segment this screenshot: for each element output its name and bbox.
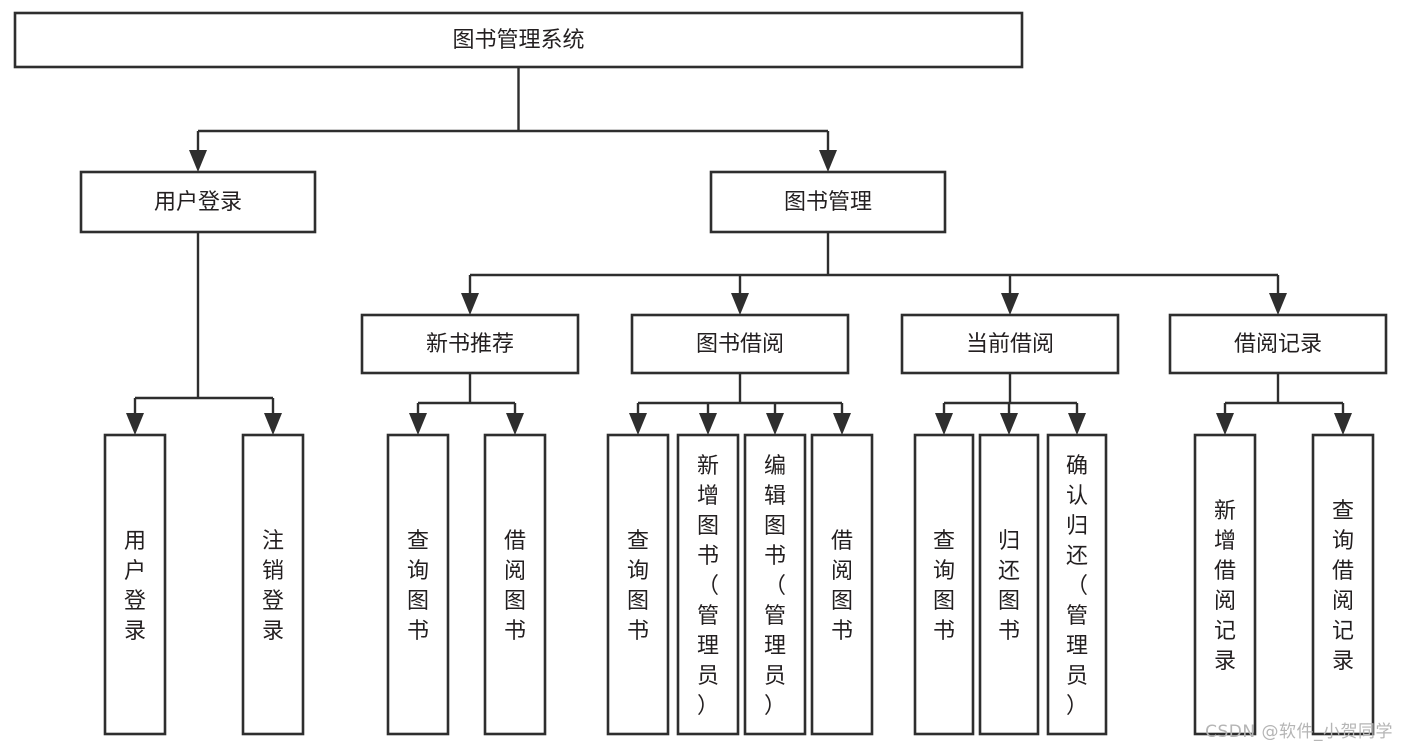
node-leaf-edit-book-admin[interactable]: 编辑图书（管理员） (743, 433, 807, 736)
arrow-head-icon (629, 413, 647, 435)
node-leaf-borrow-book-1[interactable]: 借阅图书 (483, 433, 547, 736)
node-box-book-borrow[interactable] (630, 313, 850, 375)
node-label-leaf-edit-book-admin: 编辑图书（管理员） (764, 454, 786, 719)
node-user-login[interactable]: 用户登录 (79, 170, 317, 234)
watermark-label: CSDN @软件_小贺同学 (1205, 722, 1393, 742)
node-label-leaf-borrow-book-2: 借阅图书 (831, 529, 853, 644)
node-label-book-borrow: 图书借阅 (696, 332, 784, 357)
node-label-leaf-query-book-2: 查询图书 (627, 529, 649, 644)
node-leaf-query-borrow-record[interactable]: 查询借阅记录 (1311, 433, 1375, 736)
arrow-head-icon (409, 413, 427, 435)
arrow-head-icon (1000, 413, 1018, 435)
arrow-head-icon (819, 150, 837, 172)
node-leaf-confirm-return-admin[interactable]: 确认归还（管理员） (1046, 433, 1108, 736)
node-label-leaf-add-book-admin: 新增图书（管理员） (697, 454, 719, 719)
node-label-book-management: 图书管理 (784, 190, 872, 215)
connector-layer (126, 67, 1352, 435)
node-box-leaf-borrow-book-2[interactable] (810, 433, 874, 736)
node-box-leaf-query-book-3[interactable] (913, 433, 975, 736)
node-box-leaf-borrow-book-1[interactable] (483, 433, 547, 736)
arrow-head-icon (935, 413, 953, 435)
arrow-head-icon (1269, 293, 1287, 315)
arrow-head-icon (1334, 413, 1352, 435)
node-label-leaf-confirm-return-admin: 确认归还（管理员） (1066, 454, 1088, 719)
node-label-leaf-add-borrow-record: 新增借阅记录 (1214, 499, 1236, 674)
node-box-book-management[interactable] (709, 170, 947, 234)
node-box-root[interactable] (13, 11, 1024, 69)
node-box-leaf-add-borrow-record[interactable] (1193, 433, 1257, 736)
node-leaf-query-book-2[interactable]: 查询图书 (606, 433, 670, 736)
node-label-leaf-logout-login: 注销登录 (262, 529, 284, 644)
node-box-new-book-recommend[interactable] (360, 313, 580, 375)
arrow-head-icon (1068, 413, 1086, 435)
node-layer: 图书管理系统用户登录图书管理新书推荐图书借阅当前借阅借阅记录用户登录注销登录查询… (13, 11, 1388, 736)
arrow-head-icon (766, 413, 784, 435)
node-label-current-borrow: 当前借阅 (966, 332, 1054, 357)
arrow-head-icon (699, 413, 717, 435)
node-label-new-book-recommend: 新书推荐 (426, 332, 514, 357)
node-box-user-login[interactable] (79, 170, 317, 234)
node-label-leaf-query-borrow-record: 查询借阅记录 (1332, 499, 1354, 674)
node-label-leaf-user-login: 用户登录 (124, 529, 146, 644)
node-label-leaf-return-book: 归还图书 (998, 529, 1020, 644)
node-leaf-query-book-3[interactable]: 查询图书 (913, 433, 975, 736)
arrow-head-icon (833, 413, 851, 435)
node-box-leaf-query-borrow-record[interactable] (1311, 433, 1375, 736)
node-leaf-query-book-1[interactable]: 查询图书 (386, 433, 450, 736)
node-box-leaf-confirm-return-admin[interactable] (1046, 433, 1108, 736)
node-new-book-recommend[interactable]: 新书推荐 (360, 313, 580, 375)
arrow-head-icon (461, 293, 479, 315)
node-leaf-user-login[interactable]: 用户登录 (103, 433, 167, 736)
node-leaf-return-book[interactable]: 归还图书 (978, 433, 1040, 736)
node-box-leaf-add-book-admin[interactable] (676, 433, 740, 736)
node-box-leaf-return-book[interactable] (978, 433, 1040, 736)
node-root[interactable]: 图书管理系统 (13, 11, 1024, 69)
node-box-leaf-query-book-2[interactable] (606, 433, 670, 736)
arrow-head-icon (189, 150, 207, 172)
node-leaf-add-borrow-record[interactable]: 新增借阅记录 (1193, 433, 1257, 736)
node-current-borrow[interactable]: 当前借阅 (900, 313, 1120, 375)
node-label-root: 图书管理系统 (452, 28, 584, 53)
node-leaf-logout-login[interactable]: 注销登录 (241, 433, 305, 736)
node-book-management[interactable]: 图书管理 (709, 170, 947, 234)
node-label-borrow-record: 借阅记录 (1234, 332, 1322, 357)
node-leaf-borrow-book-2[interactable]: 借阅图书 (810, 433, 874, 736)
node-box-borrow-record[interactable] (1168, 313, 1388, 375)
arrow-head-icon (506, 413, 524, 435)
node-label-leaf-query-book-3: 查询图书 (933, 529, 955, 644)
node-box-leaf-user-login[interactable] (103, 433, 167, 736)
node-borrow-record[interactable]: 借阅记录 (1168, 313, 1388, 375)
node-leaf-add-book-admin[interactable]: 新增图书（管理员） (676, 433, 740, 736)
node-box-current-borrow[interactable] (900, 313, 1120, 375)
node-box-leaf-logout-login[interactable] (241, 433, 305, 736)
node-label-leaf-borrow-book-1: 借阅图书 (504, 529, 526, 644)
node-label-leaf-query-book-1: 查询图书 (407, 529, 429, 644)
arrow-head-icon (126, 413, 144, 435)
node-box-leaf-edit-book-admin[interactable] (743, 433, 807, 736)
arrow-head-icon (731, 293, 749, 315)
arrow-head-icon (264, 413, 282, 435)
arrow-head-icon (1216, 413, 1234, 435)
node-box-leaf-query-book-1[interactable] (386, 433, 450, 736)
arrow-head-icon (1001, 293, 1019, 315)
node-label-user-login: 用户登录 (154, 190, 242, 215)
node-book-borrow[interactable]: 图书借阅 (630, 313, 850, 375)
